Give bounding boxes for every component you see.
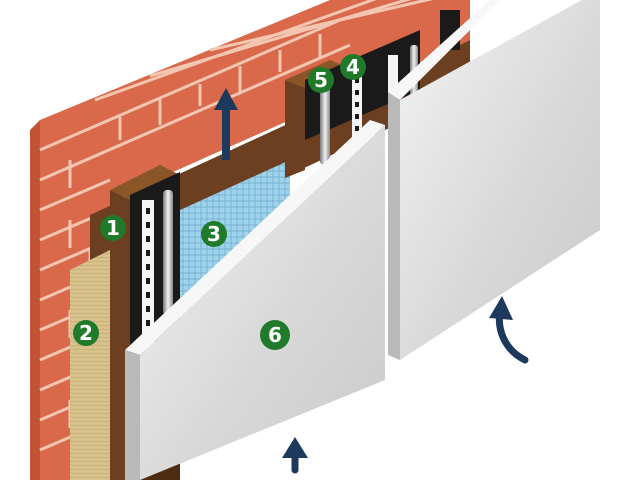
marker-2-label: 2 <box>79 321 93 345</box>
marker-4-circle <box>340 54 366 80</box>
marker-1: 1 <box>100 215 126 241</box>
marker-3: 3 <box>201 221 227 247</box>
airflow-arrow-bottom-head <box>282 437 308 458</box>
airflow-arrow-up <box>214 88 238 160</box>
marker-2-circle <box>73 320 99 346</box>
marker-6: 6 <box>260 320 290 350</box>
marker-2: 2 <box>73 320 99 346</box>
marker-5: 5 <box>308 67 334 93</box>
aluminium-profile-right <box>305 10 460 165</box>
marker-4: 4 <box>340 54 366 80</box>
marker-6-label: 6 <box>268 323 282 347</box>
facade-panel-left <box>125 120 385 480</box>
marker-5-label: 5 <box>314 68 328 92</box>
marker-4-label: 4 <box>346 55 360 79</box>
mineral-wool-insulation <box>70 250 110 480</box>
marker-5-circle <box>308 67 334 93</box>
marker-3-circle <box>201 221 227 247</box>
marker-3-label: 3 <box>207 222 221 246</box>
number-markers: 1 2 3 4 5 6 <box>73 54 366 350</box>
marker-6-circle <box>260 320 290 350</box>
marker-1-circle <box>100 215 126 241</box>
facade-panel-right <box>388 0 600 360</box>
marker-1-label: 1 <box>106 216 120 240</box>
airflow-arrow-right <box>489 296 529 364</box>
